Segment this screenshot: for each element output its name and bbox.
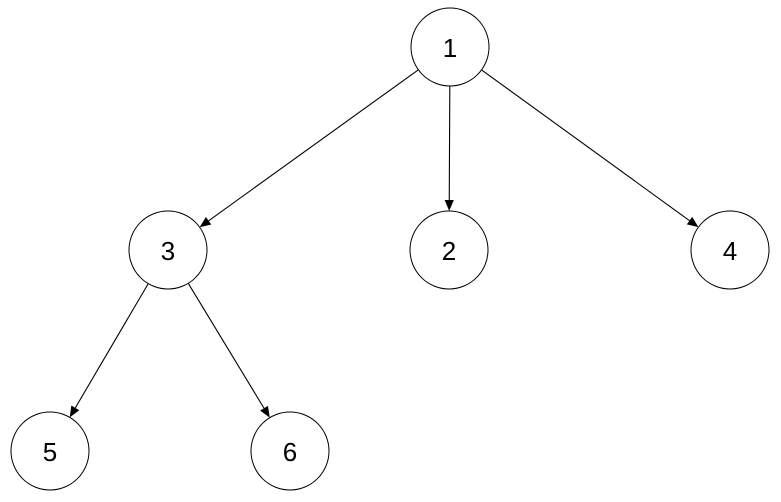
- edge-3-to-5: [69, 283, 149, 418]
- arrow-head-icon: [444, 199, 454, 211]
- node-circle[interactable]: [10, 411, 90, 491]
- graph-node-5[interactable]: 5: [10, 411, 90, 491]
- graph-node-1[interactable]: 1: [410, 7, 490, 87]
- node-circle[interactable]: [409, 210, 489, 290]
- graph-node-2[interactable]: 2: [409, 210, 489, 290]
- edge-line: [74, 283, 149, 409]
- nodes-layer: 1 2 3 4 5 6: [10, 7, 770, 491]
- edges-layer: [69, 69, 699, 418]
- node-label: 2: [442, 236, 456, 266]
- edge-line: [481, 69, 690, 222]
- arrow-head-icon: [260, 405, 270, 418]
- node-label: 5: [43, 437, 57, 467]
- node-label: 6: [283, 437, 297, 467]
- node-circle[interactable]: [128, 210, 208, 290]
- graph-node-4[interactable]: 4: [690, 210, 770, 290]
- arrow-head-icon: [199, 217, 212, 228]
- edge-line: [208, 69, 419, 222]
- edge-line: [187, 283, 265, 409]
- edge-1-to-2: [444, 85, 454, 211]
- edge-1-to-4: [481, 69, 699, 228]
- arrow-head-icon: [69, 405, 80, 418]
- graph-node-3[interactable]: 3: [128, 210, 208, 290]
- edge-line: [448, 85, 451, 201]
- graph-node-6[interactable]: 6: [250, 411, 330, 491]
- node-label: 3: [161, 236, 175, 266]
- node-circle[interactable]: [690, 210, 770, 290]
- node-label: 4: [723, 236, 737, 266]
- arrow-head-icon: [686, 216, 699, 228]
- edge-1-to-3: [199, 69, 419, 228]
- node-label: 1: [443, 33, 457, 63]
- node-circle[interactable]: [250, 411, 330, 491]
- edge-3-to-6: [187, 283, 270, 418]
- node-circle[interactable]: [410, 7, 490, 87]
